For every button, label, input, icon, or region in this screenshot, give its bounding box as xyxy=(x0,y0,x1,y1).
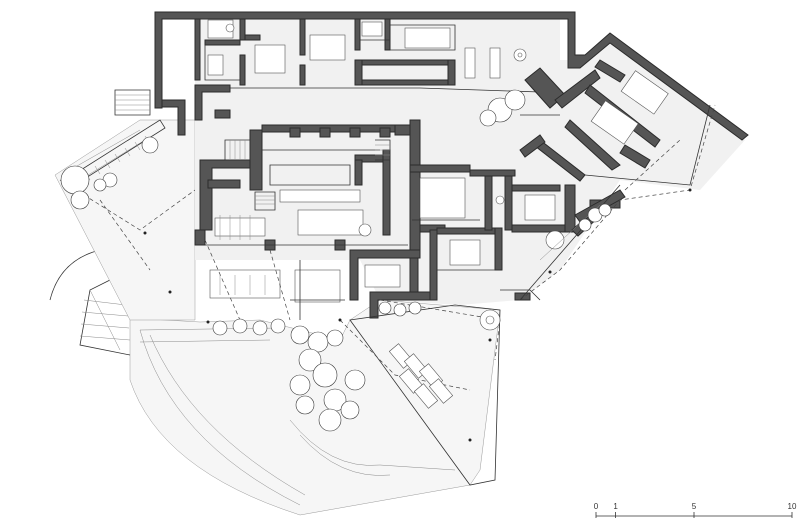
trees xyxy=(60,89,612,432)
survey-points xyxy=(143,188,692,442)
exterior-walls xyxy=(154,11,749,141)
scale-label-0: 0 xyxy=(594,502,599,511)
living-core xyxy=(194,119,446,303)
west-terrace xyxy=(54,119,196,321)
scale-label-10: 10 xyxy=(788,502,797,511)
scale-label-1: 1 xyxy=(613,502,618,511)
garden-zone xyxy=(49,249,501,516)
scale-label-5: 5 xyxy=(692,502,697,511)
south-rooms xyxy=(290,227,541,320)
south-terrace xyxy=(204,239,501,486)
north-rooms xyxy=(204,18,541,93)
scale-bar: 0 1 5 10 xyxy=(594,502,797,518)
